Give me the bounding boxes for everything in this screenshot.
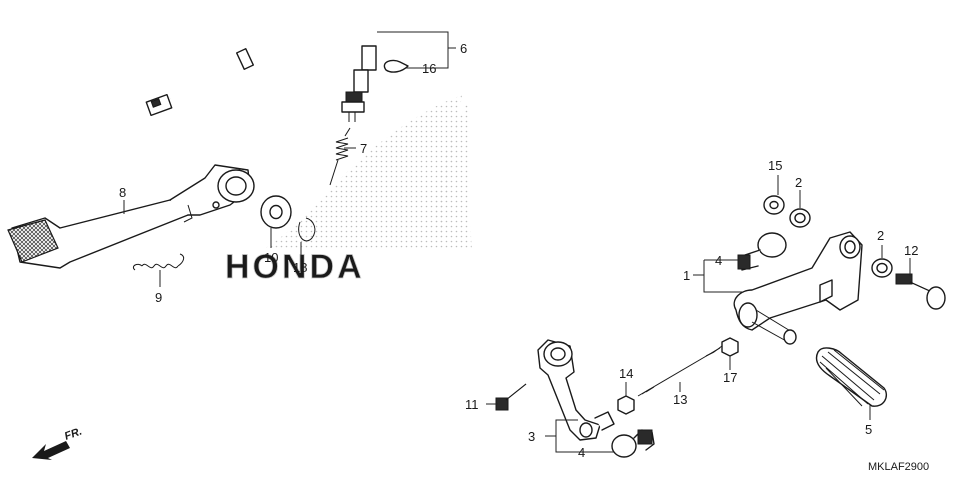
front-direction-arrow: FR. xyxy=(32,425,84,460)
callout-4-upper: 4 xyxy=(715,253,722,268)
callout-17: 17 xyxy=(723,370,737,385)
callout-7: 7 xyxy=(360,141,367,156)
callout-10: 10 xyxy=(264,250,278,265)
callout-8: 8 xyxy=(119,185,126,200)
callout-18: 18 xyxy=(293,260,307,275)
callout-2-upper: 2 xyxy=(795,175,802,190)
pivot-circlip xyxy=(298,217,316,242)
callout-9: 9 xyxy=(155,290,162,305)
brake-pedal xyxy=(7,164,255,269)
footpeg-rubber xyxy=(815,347,888,407)
nut-17 xyxy=(721,337,739,357)
callout-11: 11 xyxy=(465,397,479,412)
callout-1: 1 xyxy=(683,268,690,283)
bushing-2-upper xyxy=(789,208,811,228)
stop-switch-harness xyxy=(145,13,377,122)
step-pivot-pin xyxy=(895,273,946,310)
honda-watermark-text: HONDA xyxy=(225,248,365,286)
callout-4-lower: 4 xyxy=(578,445,585,460)
wire-clip xyxy=(383,59,409,73)
shift-arm-assembly xyxy=(537,339,615,441)
callout-16: 16 xyxy=(422,61,436,76)
holder-bolt-upper xyxy=(737,232,787,271)
callout-5: 5 xyxy=(865,422,872,437)
callout-15: 15 xyxy=(768,158,782,173)
callout-2-right: 2 xyxy=(877,228,884,243)
callouts: 6 16 7 8 9 10 18 15 2 2 12 4 1 5 17 13 1… xyxy=(119,41,929,473)
bushing-2-right xyxy=(871,258,893,278)
shift-rod xyxy=(637,345,723,397)
direction-label: FR. xyxy=(63,425,84,442)
diagram-code: MKLAF2900 xyxy=(868,461,929,473)
pivot-washer xyxy=(260,195,292,229)
collar-15 xyxy=(763,195,785,215)
holder-bolt-lower xyxy=(611,429,655,458)
step-holder-bracket xyxy=(733,231,863,345)
honda-wing-watermark: HONDA xyxy=(225,95,472,286)
arm-bolt xyxy=(495,383,527,411)
callout-6: 6 xyxy=(460,41,467,56)
leader-lines xyxy=(123,31,911,453)
callout-3: 3 xyxy=(528,429,535,444)
callout-12: 12 xyxy=(904,243,918,258)
nut-14 xyxy=(617,395,635,415)
callout-13: 13 xyxy=(673,392,687,407)
switch-spring xyxy=(329,127,351,186)
brake-return-spring xyxy=(132,253,185,271)
callout-14: 14 xyxy=(619,366,633,381)
